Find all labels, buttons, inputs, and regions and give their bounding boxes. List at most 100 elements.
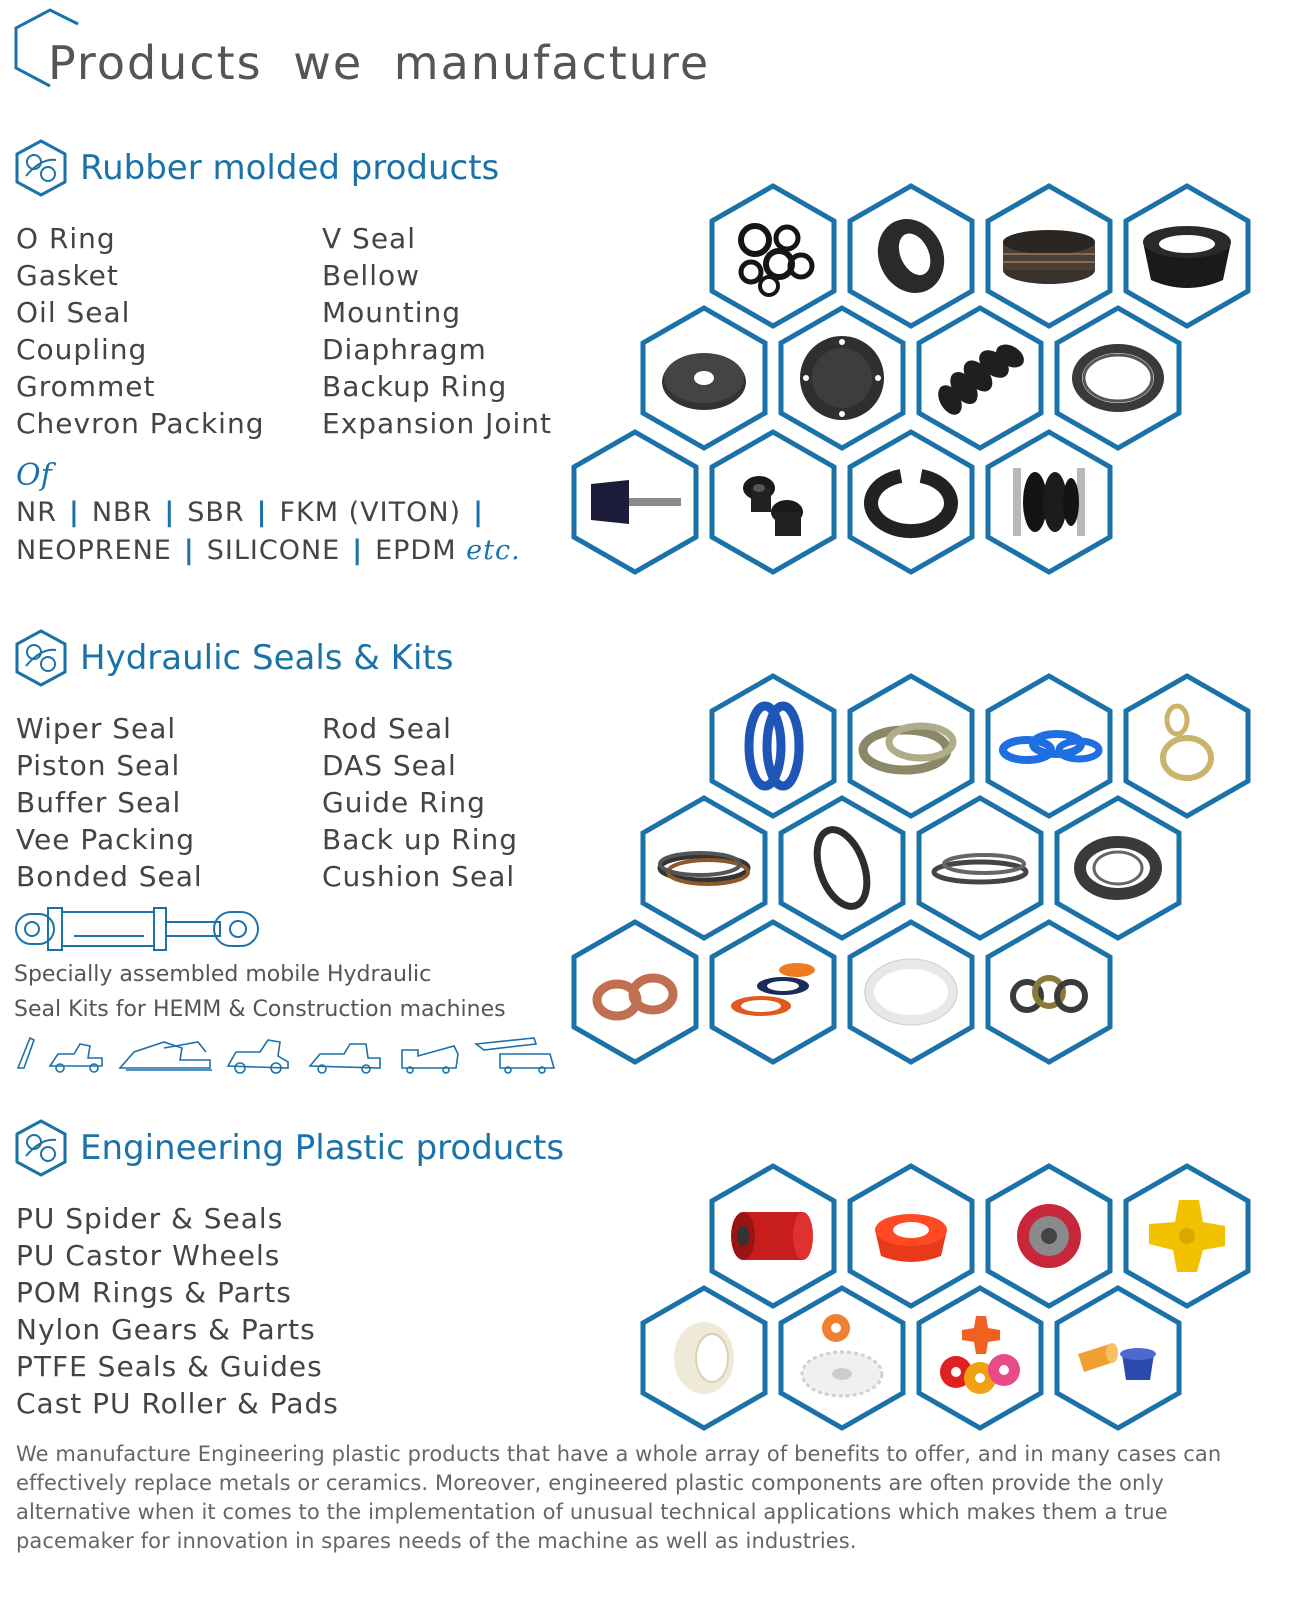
hydraulic-note-line2: Seal Kits for HEMM & Construction machin… [14,997,506,1022]
large-o-ring-icon [813,826,871,910]
hex-coupling-spiders [916,1285,1044,1431]
rubber-list-col1: O Ring Gasket Oil Seal Coupling Grommet … [16,220,264,442]
hydraulic-product-grid [571,673,1251,1065]
page-title: Products we manufacture [48,36,711,90]
list-item: Expansion Joint [322,407,552,440]
hex-guide-ring [1123,673,1251,819]
list-item: Buffer Seal [16,786,182,819]
rubber-list-col2: V Seal Bellow Mounting Diaphragm Backup … [322,220,552,442]
pu-spider-icon [1149,1200,1225,1272]
list-item: Coupling [16,333,148,366]
hex-oil-seal [847,183,975,329]
hex-bellow [916,305,1044,451]
diaphragm-icon [800,336,884,420]
hex-o-rings [709,183,837,329]
construction-machines-icon [16,1036,556,1074]
rubber-product-grid [571,183,1251,575]
material: NR [16,497,57,528]
hex-pu-spider [1123,1163,1251,1309]
expansion-joint-icon [1013,468,1085,536]
list-item: V Seal [322,222,416,255]
hex-bonded-seals [985,919,1113,1065]
ptfe-ring-icon [864,958,958,1026]
o-ring-icon [738,223,815,297]
separator: | [352,535,364,566]
bellow-icon [938,344,1024,415]
list-item: Chevron Packing [16,407,265,440]
hex-backup-ring [1054,305,1182,451]
hex-v-seal [1123,183,1251,329]
hex-white-ring [847,919,975,1065]
material: SBR [187,497,245,528]
hex-castor-wheel [985,1163,1113,1309]
list-item: O Ring [16,222,116,255]
c-seal-icon [864,469,958,539]
pu-bush-icon [875,1214,947,1262]
list-item: Grommet [16,370,156,403]
list-item: POM Rings & Parts [16,1276,292,1309]
backup-ring-icon [1072,344,1164,412]
material: FKM (VITON) [279,497,462,528]
hex-coupling [709,429,837,575]
materials-line-1: NR|NBR|SBR|FKM (VITON)| [16,497,496,528]
v-seal-icon [1143,226,1231,288]
hex-plastic-plugs [1054,1285,1182,1431]
materials-line-2: NEOPRENE | SILICONE | EPDM etc. [16,535,521,566]
hex-blue-wiper-seal [709,673,837,819]
wiper-seal-icon [744,701,804,791]
list-item: Back up Ring [322,823,519,856]
hex-large-o-ring [778,795,906,941]
hex-pu-bush [847,1163,975,1309]
hex-c-seal [847,429,975,575]
list-item: Guide Ring [322,786,486,819]
separator: | [256,497,268,528]
rod-seal-icon [858,722,957,775]
material: NEOPRENE [16,535,172,566]
list-item: Diaphragm [322,333,487,366]
list-item: PU Castor Wheels [16,1239,281,1272]
hex-seal-set [640,795,768,941]
list-item: Bellow [322,259,421,292]
oil-seal-icon [877,219,945,293]
etc-label: etc. [466,535,521,566]
hex-chevron-packing [985,183,1113,329]
hex-beige-seals [847,673,975,819]
mounting-icon [591,480,681,524]
list-item: PTFE Seals & Guides [16,1350,323,1383]
separator: | [183,535,195,566]
section-title-hydraulic: Hydraulic Seals & Kits [80,638,454,678]
hex-dark-rings [1054,795,1182,941]
stacked-seals-icon [931,853,1029,885]
separator: | [473,497,484,528]
company-logo-icon [15,1119,67,1177]
chevron-packing-icon [1003,230,1095,284]
hex-blue-rings [985,673,1113,819]
pu-roller-icon [731,1212,813,1260]
plastic-product-grid [640,1163,1251,1431]
hex-stacked-seals [916,795,1044,941]
guide-ring-icon [1160,703,1214,781]
nylon-bush-icon [674,1322,734,1394]
company-logo-icon [15,629,67,687]
piston-seal-icon [999,730,1103,764]
list-item: Backup Ring [322,370,508,403]
hex-expansion-joint [985,429,1113,575]
dark-ring-icon [1074,836,1162,900]
material: SILICONE [206,535,341,566]
castor-wheel-icon [1017,1204,1081,1268]
list-item: DAS Seal [322,749,457,782]
hex-grommet [640,305,768,451]
material: EPDM [375,535,457,566]
hex-pu-roller [709,1163,837,1309]
coupling-icon [743,476,803,536]
plastic-list: PU Spider & Seals PU Castor Wheels POM R… [16,1200,339,1422]
grommet-icon [662,353,746,410]
separator: | [68,497,80,528]
list-item: Cast PU Roller & Pads [16,1387,339,1420]
section-title-rubber: Rubber molded products [80,148,500,188]
list-item: PU Spider & Seals [16,1202,284,1235]
list-item: Bonded Seal [16,860,203,893]
hex-brown-bands [571,919,699,1065]
wear-band-icon [592,973,678,1021]
plastic-description: We manufacture Engineering plastic produ… [16,1442,1222,1553]
